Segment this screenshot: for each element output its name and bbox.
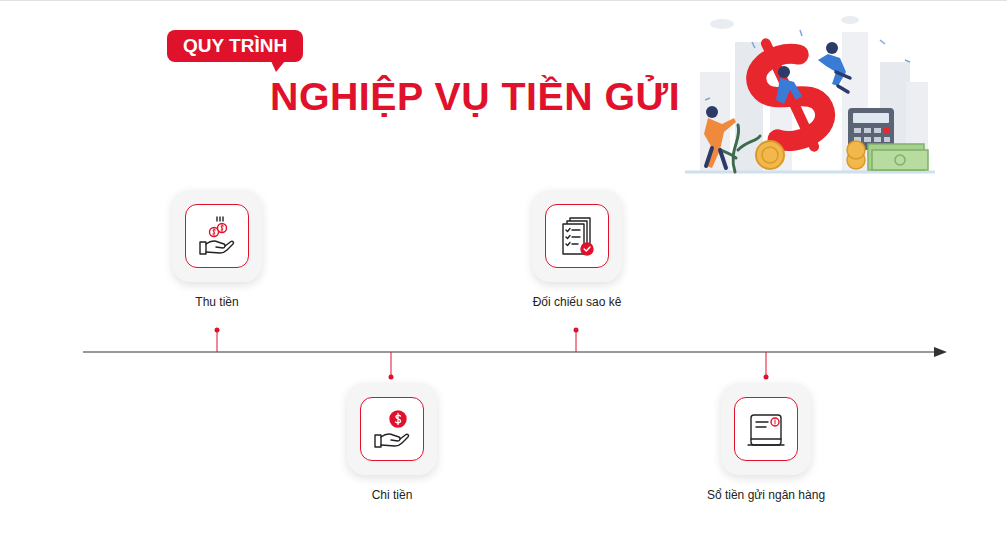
label-bubble: QUY TRÌNH <box>167 30 303 62</box>
statement-check-icon <box>563 218 593 255</box>
timeline-ticks <box>215 328 769 380</box>
step-card: Thu tiền <box>117 190 317 318</box>
main-title: NGHIỆP VỤ TIỀN GỬI <box>270 72 680 120</box>
bubble-tail <box>271 61 285 72</box>
icon-frame <box>734 397 798 461</box>
step-card: Đối chiếu sao kê <box>477 190 677 318</box>
top-rule <box>0 0 1007 1</box>
step-card: Chi tiền <box>292 383 492 511</box>
icon-card <box>172 190 262 282</box>
finance-illustration <box>685 16 935 172</box>
timeline-axis <box>83 347 947 357</box>
step-label: Thu tiền <box>117 294 317 310</box>
step-label: Chi tiền <box>292 487 492 503</box>
bubble-text: QUY TRÌNH <box>183 30 287 62</box>
icon-card <box>721 383 811 475</box>
icon-card <box>532 190 622 282</box>
step-card: Sổ tiền gửi ngân hàng <box>666 383 866 511</box>
step-label: Sổ tiền gửi ngân hàng <box>666 487 866 503</box>
icon-frame <box>545 204 609 268</box>
step-label: Đối chiếu sao kê <box>477 294 677 310</box>
icon-frame <box>185 204 249 268</box>
bank-book-icon <box>748 415 784 445</box>
icon-frame <box>360 397 424 461</box>
pay-money-icon <box>375 411 409 447</box>
receive-money-icon <box>200 217 234 254</box>
icon-card <box>347 383 437 475</box>
